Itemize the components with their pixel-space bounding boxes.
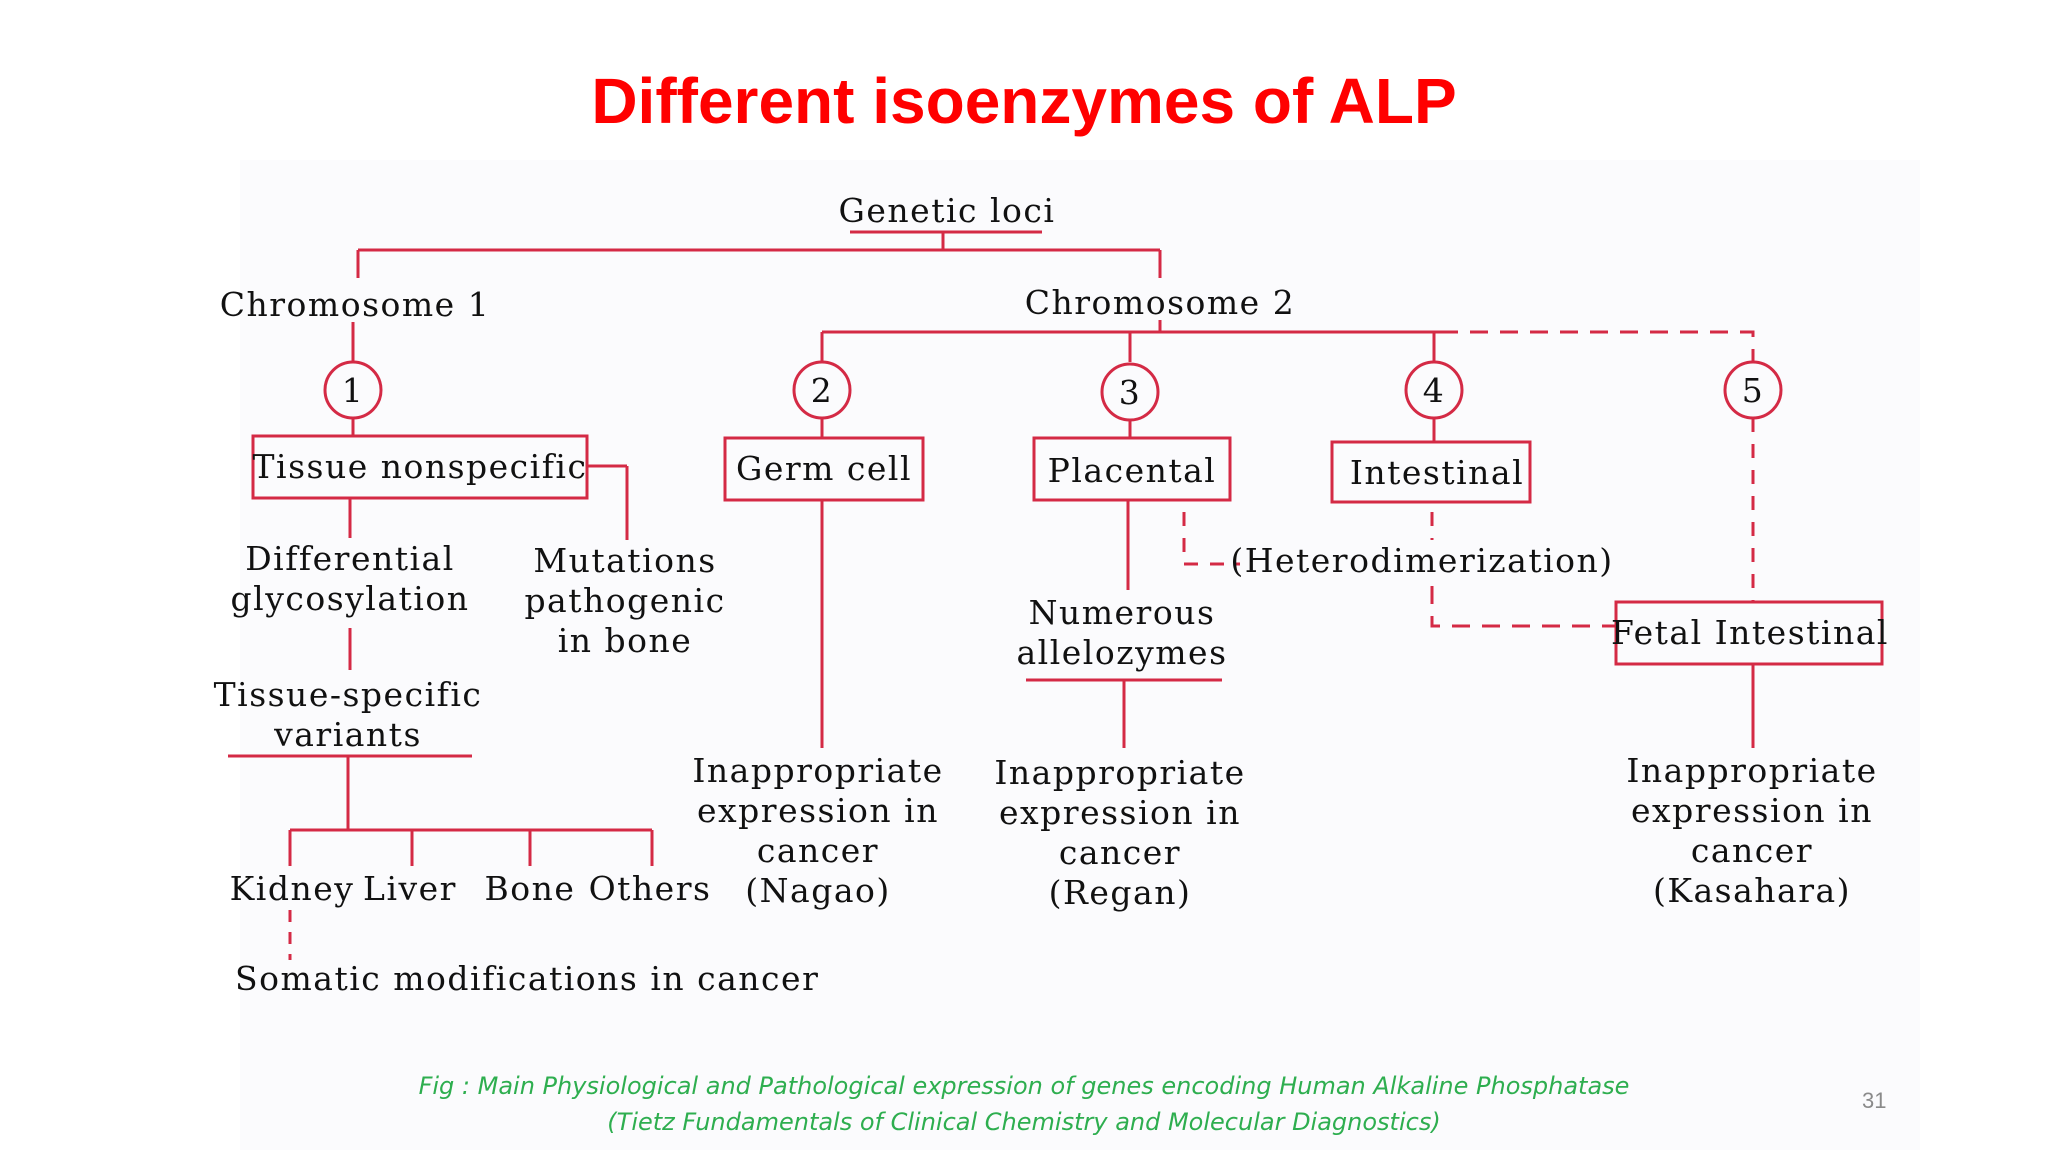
tissue-kidney: Kidney xyxy=(230,869,355,908)
chromosome1-label: Chromosome 1 xyxy=(220,285,490,324)
nagao-line-4: (Nagao) xyxy=(745,871,890,910)
tissue-liver: Liver xyxy=(363,869,457,908)
regan-line-1: Inappropriate xyxy=(994,753,1245,792)
numerous-line-1: Numerous xyxy=(1029,593,1216,632)
mutations-line-2: pathogenic xyxy=(524,581,725,620)
slide-title: Different isoenzymes of ALP xyxy=(591,65,1457,137)
kasahara-line-4: (Kasahara) xyxy=(1653,871,1851,910)
differential-line-1: Differential xyxy=(245,539,455,578)
kasahara-line-1: Inappropriate xyxy=(1626,751,1877,790)
page-number: 31 xyxy=(1862,1088,1887,1113)
regan-line-4: (Regan) xyxy=(1049,873,1192,912)
root-label: Genetic loci xyxy=(839,191,1056,230)
regan-line-2: expression in xyxy=(999,793,1241,832)
differential-line-2: glycosylation xyxy=(231,579,470,618)
tissue-specific-line-2: variants xyxy=(273,715,422,754)
locus-3: 3 xyxy=(1119,373,1142,412)
tissue-specific-line-1: Tissue-specific xyxy=(214,675,483,714)
locus-5: 5 xyxy=(1742,371,1765,410)
tissue-nonspecific-label: Tissue nonspecific xyxy=(253,447,588,486)
mutations-line-1: Mutations xyxy=(533,541,716,580)
somatic-modifications-label: Somatic modifications in cancer xyxy=(235,959,819,998)
tissue-others: Others xyxy=(589,869,712,908)
nagao-line-2: expression in xyxy=(697,791,939,830)
mutations-line-3: in bone xyxy=(558,621,693,660)
placental-label: Placental xyxy=(1048,451,1217,490)
germ-cell-label: Germ cell xyxy=(736,449,912,488)
diagram-labels: Genetic loci Chromosome 1 Chromosome 2 1… xyxy=(214,191,1889,998)
kasahara-line-2: expression in xyxy=(1631,791,1873,830)
figure-caption-line-2: (Tietz Fundamentals of Clinical Chemistr… xyxy=(607,1108,1441,1136)
nagao-line-3: cancer xyxy=(757,831,879,870)
connector-lines xyxy=(228,230,1884,960)
heterodimerization-label: (Heterodimerization) xyxy=(1230,541,1613,580)
intestinal-label: Intestinal xyxy=(1350,453,1524,492)
numerous-line-2: allelozymes xyxy=(1016,633,1227,672)
tissue-bone: Bone xyxy=(485,869,576,908)
figure-caption-line-1: Fig : Main Physiological and Pathologica… xyxy=(418,1072,1630,1100)
locus-1: 1 xyxy=(342,371,365,410)
nagao-line-1: Inappropriate xyxy=(692,751,943,790)
locus-4: 4 xyxy=(1423,371,1446,410)
chromosome2-label: Chromosome 2 xyxy=(1025,283,1295,322)
locus-2: 2 xyxy=(811,371,834,410)
kasahara-line-3: cancer xyxy=(1691,831,1813,870)
figure-background xyxy=(240,160,1920,1150)
fetal-intestinal-label: Fetal Intestinal xyxy=(1611,613,1889,652)
regan-line-3: cancer xyxy=(1059,833,1181,872)
